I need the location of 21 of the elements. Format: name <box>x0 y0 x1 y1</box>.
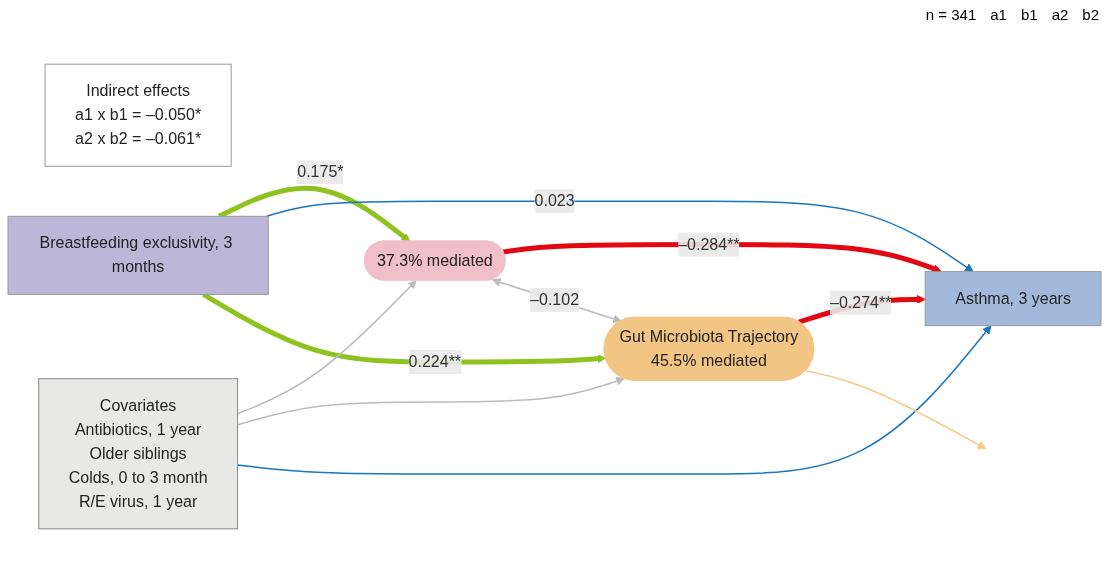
node-box: Covariates Antibiotics, 1 year Older siblings Colds, 0 to 3 month R/E virus, 1 year <box>38 378 239 530</box>
arrow <box>804 370 987 450</box>
note-text: n = 341 <box>925 6 977 23</box>
arrow <box>492 278 622 324</box>
arrow <box>236 280 417 415</box>
note-text: b1 <box>1020 6 1038 23</box>
node-box: Asthma, 3 years <box>924 271 1102 327</box>
node-box: Indirect effects a1 x b1 = –0.050* a2 x b2 = –0.061* <box>44 63 232 167</box>
arrow <box>236 376 625 426</box>
note-text: a1 <box>990 6 1007 23</box>
edge-label: 0.023 <box>534 192 575 210</box>
note-text: b2 <box>1082 6 1099 23</box>
edge-label: –0.284** <box>678 235 740 253</box>
node-box: Breastfeeding exclusivity, 3 months <box>7 215 269 295</box>
arrow <box>217 185 411 242</box>
edge-label: 0.175* <box>297 163 344 181</box>
arrow <box>236 325 992 475</box>
edge-label: 0.224** <box>408 352 462 370</box>
edge-label: –0.274** <box>829 293 892 311</box>
note-text: a2 <box>1051 6 1069 23</box>
edge-label: –0.102 <box>530 290 580 308</box>
